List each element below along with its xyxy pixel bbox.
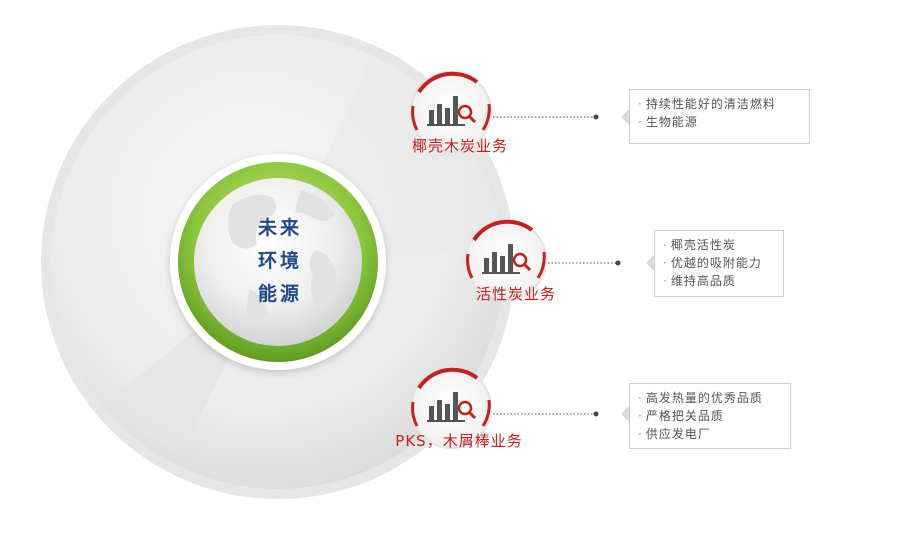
center-title-line: 环境 (257, 250, 302, 272)
info-box-coconut-charcoal: ·持续性能好的清洁燃料 ·生物能源 (629, 89, 810, 144)
business-label-activated-carbon: 活性炭业务 (475, 285, 556, 303)
globe-continents (228, 190, 337, 326)
info-point: ·生物能源 (638, 115, 698, 129)
connectors (493, 116, 618, 415)
box-pointers (621, 109, 655, 422)
center-title-line: 未来 (257, 217, 302, 239)
info-box-pks-sawdust: ·高发热量的优秀品质 ·严格把关品质 ·供应发电厂 (629, 383, 791, 449)
business-label-coconut-charcoal: 椰壳木炭业务 (411, 137, 508, 155)
info-point: ·高发热量的优秀品质 (638, 391, 763, 405)
bar-chart-magnifier-icon (410, 367, 492, 449)
info-point: ·优越的吸附能力 (663, 256, 762, 270)
bar-chart-magnifier-icon (410, 71, 492, 153)
info-point: ·严格把关品质 (638, 409, 724, 423)
info-point: ·供应发电厂 (638, 427, 711, 441)
connector-dots (593, 114, 621, 417)
info-point: ·持续性能好的清洁燃料 (638, 97, 776, 111)
center-title-line: 能源 (257, 283, 302, 305)
info-box-activated-carbon: ·椰壳活性炭 ·优越的吸附能力 ·维持高品质 (654, 230, 784, 297)
center-title: 未来 环境 能源 (200, 212, 360, 311)
info-point: ·维持高品质 (663, 274, 736, 288)
business-label-pks-sawdust: PKS，木屑棒业务 (395, 432, 523, 450)
info-point: ·椰壳活性炭 (663, 238, 736, 252)
bar-chart-magnifier-icon (465, 219, 547, 301)
